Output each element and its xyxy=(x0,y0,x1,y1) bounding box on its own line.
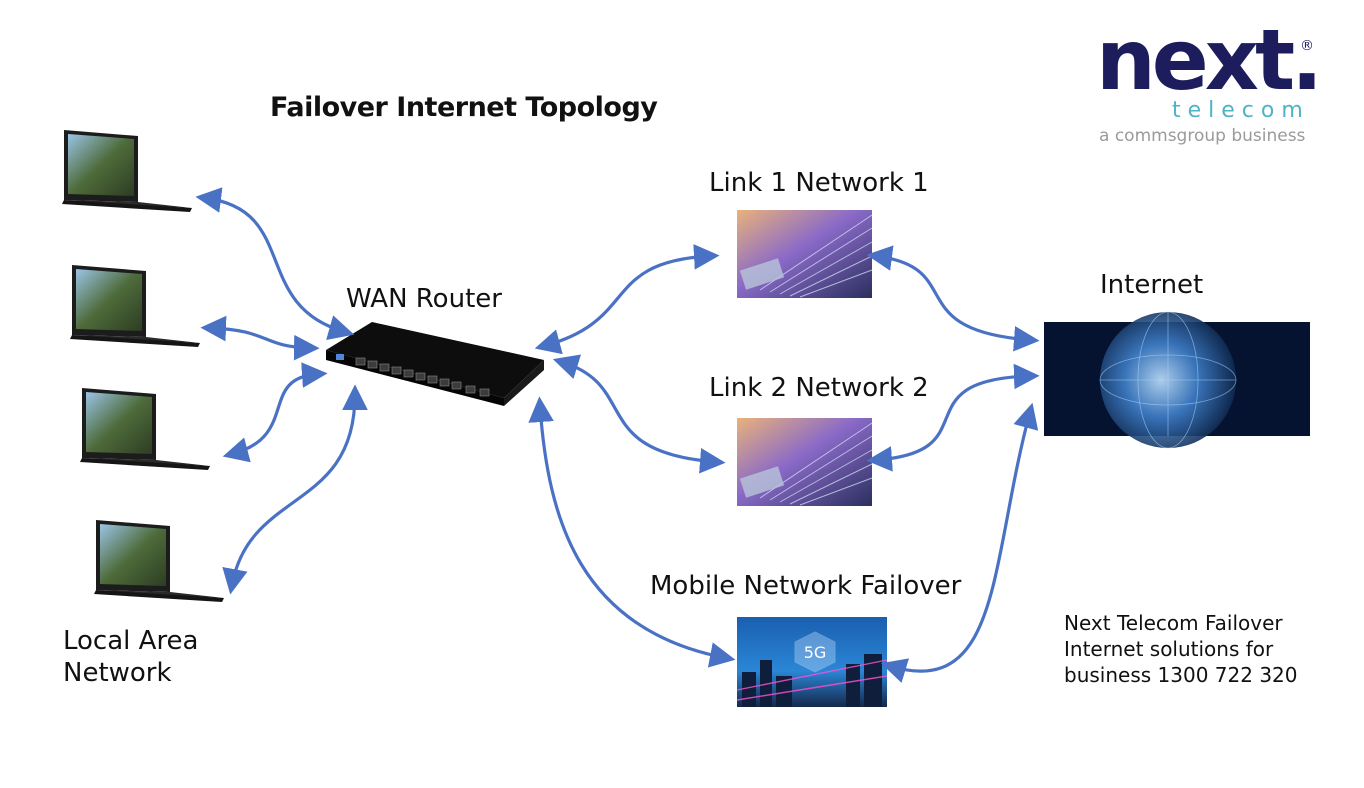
arrow-laptop3-router xyxy=(222,362,328,463)
lan-label-line1: Local Area xyxy=(63,626,199,656)
internet-globe-image xyxy=(1044,311,1310,449)
laptop-icon xyxy=(94,520,224,602)
laptop-icon xyxy=(70,265,200,347)
footer-note-line1: Next Telecom Failover xyxy=(1064,611,1283,635)
fiveg-text: 5G xyxy=(804,643,827,662)
arrow-link1-internet xyxy=(866,245,1040,352)
internet-label: Internet xyxy=(1100,270,1204,300)
arrow-link2-internet xyxy=(866,363,1040,472)
footer-note-line3: business 1300 722 320 xyxy=(1064,663,1298,687)
arrow-router-mobile xyxy=(528,396,736,668)
lan-label-line2: Network xyxy=(63,658,172,688)
registered-mark: ® xyxy=(1300,38,1314,54)
laptop-icon xyxy=(80,388,210,470)
mobile-5g-image: 5G xyxy=(736,617,888,707)
footer-note: Next Telecom Failover Internet solutions… xyxy=(1064,610,1298,688)
wan-router-label: WAN Router xyxy=(346,284,502,314)
arrow-laptop1-router xyxy=(195,187,355,340)
arrow-router-link1 xyxy=(534,244,720,355)
link1-label: Link 1 Network 1 xyxy=(709,168,929,198)
fiber-link1-image xyxy=(737,210,873,298)
brand-logo: next. xyxy=(1096,11,1323,109)
brand-tagline: a commsgroup business xyxy=(1099,126,1306,146)
diagram-title: Failover Internet Topology xyxy=(270,92,658,123)
arrow-router-link2 xyxy=(552,354,726,474)
arrow-laptop2-router xyxy=(200,315,320,361)
footer-note-line2: Internet solutions for xyxy=(1064,637,1274,661)
arrow-mobile-internet xyxy=(880,402,1039,683)
router-icon xyxy=(326,322,544,406)
brand-subtitle: telecom xyxy=(1172,98,1310,123)
laptop-icon xyxy=(62,130,192,212)
fiber-link2-image xyxy=(737,418,873,506)
arrow-laptop4-router xyxy=(222,384,368,595)
